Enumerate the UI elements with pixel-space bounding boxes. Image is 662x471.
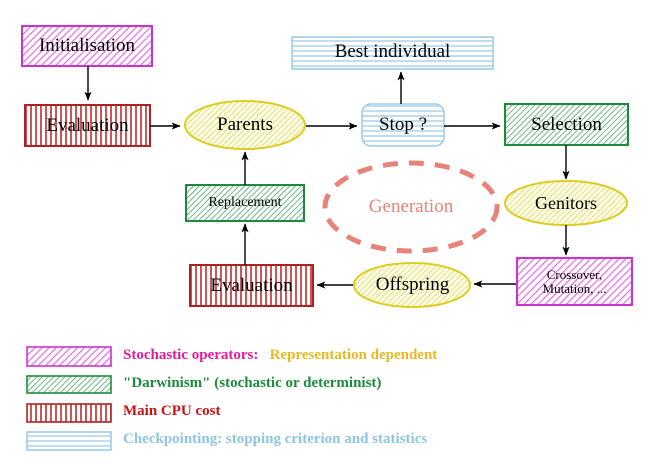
node-shape-evaluation-bottom [189,264,314,307]
node-shape-evaluation-top [24,104,151,147]
legend-label-darwinism: "Darwinism" (stochastic or determinist) [123,375,382,391]
node-shape-parents [184,100,306,150]
node-shape-offspring [353,262,471,308]
node-shape-stop [361,103,445,147]
node-shape-crossover [516,257,633,306]
node-shape-replacement [185,184,305,222]
legend-label-cpu-cost: Main CPU cost [123,403,221,419]
node-shape-selection [504,103,629,146]
node-shape-generation [322,160,500,254]
legend-label-stochastic: Stochastic operators: Representation dep… [123,347,437,364]
legend-label-checkpointing: Checkpointing: stopping criterion and st… [123,431,428,447]
node-shape-initialisation [21,25,153,67]
legend-label-representation-dependent: Representation dependent [258,347,438,363]
legend-label-stochastic-operators: Stochastic operators: [123,347,259,363]
node-shape-best-individual [291,36,494,70]
node-shape-genitors [504,180,628,226]
